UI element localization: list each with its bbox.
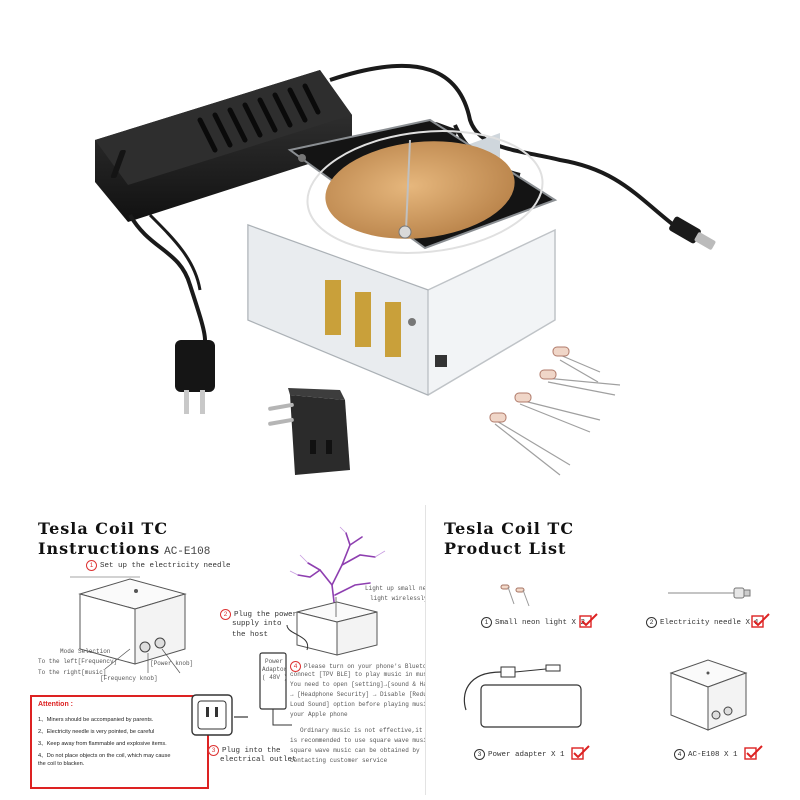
step-2-line-1: Plug the power: [234, 611, 298, 619]
note-line: square wave music can be obtained by: [290, 747, 420, 754]
ac-plug: [175, 340, 215, 414]
check-icon: [751, 613, 770, 628]
note-line: Ordinary music is not effective,it: [300, 727, 423, 734]
host-box-illustration: [70, 576, 187, 674]
attention-item: 1、Miners should be accompanied by parent…: [38, 717, 154, 723]
instructions-title-text: Tesla Coil TC: [38, 519, 169, 538]
host-box-icon: [669, 659, 748, 731]
tesla-coil-box: [247, 118, 558, 396]
step-3-line-2: electrical outlet: [220, 756, 297, 764]
attention-item: 2、Electricity needle is very pointed, be…: [38, 729, 155, 735]
check-icon: [571, 745, 590, 760]
frequency-knob-label: [Frequency knob]: [100, 675, 158, 682]
item-1-label: Small neon light X 2: [495, 619, 586, 627]
neon-text-1: Light up small neon: [365, 585, 434, 592]
neon-light-icon: [500, 584, 530, 607]
model-number: AC-E108: [164, 546, 211, 558]
step-4-line: Loud Sound] option before playing music …: [290, 701, 442, 708]
instructions-subtitle-text: Instructions: [38, 539, 161, 558]
item-3-label: Power adapter X 1: [488, 751, 565, 759]
item-3-number: 3: [474, 749, 485, 760]
adaptor-text-3: ( 48V ): [262, 674, 288, 681]
step-4-number: 4: [290, 661, 301, 672]
item-2-number: 2: [646, 617, 657, 628]
attention-item: 3、Keep away from flammable and explosive…: [38, 741, 167, 747]
check-icon: [744, 745, 763, 760]
note-line: is recommended to use square wave music,: [290, 737, 435, 744]
item-4-number: 4: [674, 749, 685, 760]
step-3-number: 3: [208, 745, 219, 756]
arc-icon: [289, 526, 386, 620]
adaptor-text-2: Adaptor: [262, 666, 288, 673]
product-photo: [95, 64, 716, 476]
item-1-number: 1: [481, 617, 492, 628]
dc-plug: [669, 216, 716, 250]
neon-text-2: light wirelessly: [370, 595, 428, 602]
step-2-number: 2: [220, 609, 231, 620]
neon-light-icon: [494, 354, 621, 476]
mode-left-label: To the left[Frequency]: [38, 658, 118, 665]
item-2-label: Electricity needle X 1: [660, 619, 760, 627]
needle-icon: [668, 587, 751, 599]
step-4-line: Please turn on your phone's Bluetooth an…: [304, 663, 452, 670]
adaptor-text-1: Power: [264, 658, 283, 665]
outlet-icon: [191, 694, 248, 736]
check-icon: [579, 613, 598, 628]
step-2-line-2: supply into: [232, 620, 282, 628]
eu-plug-adapter: [268, 388, 350, 475]
step-4-line: connect [TPV BLE] to play music in music…: [290, 671, 456, 678]
item-4-label: AC-E108 X 1: [688, 751, 738, 759]
note-line: contacting customer service: [290, 757, 388, 764]
product-list-subtitle: Product List: [444, 539, 567, 558]
step-1-number: 1: [86, 560, 97, 571]
step-3-line-1: Plug into the: [222, 747, 281, 755]
step-4-line: → [Headphone Security] → Disable [Reduce: [290, 691, 435, 698]
attention-box: Attention : 1、Miners should be accompani…: [30, 695, 209, 789]
instructions-title: Tesla Coil TC: [38, 519, 168, 538]
product-list-title: Tesla Coil TC: [444, 519, 575, 538]
attention-item: 4、Do not place objects on the coil, whic…: [38, 753, 171, 759]
step-4-line: your Apple phone: [290, 711, 348, 718]
power-adaptor-illustration: [259, 625, 309, 726]
power-adapter-icon: [463, 664, 582, 728]
step-1-label: Set up the electricity needle: [100, 562, 231, 570]
mode-selection-label: Mode Selection: [60, 648, 111, 655]
step-4-line: You need to open [setting]→[sound & Hapt…: [290, 681, 449, 688]
step-2-line-3: the host: [232, 631, 269, 639]
attention-title: Attention :: [38, 701, 73, 708]
mode-right-label: To the right[music]: [38, 669, 107, 676]
attention-item: the coil to blacken.: [38, 761, 85, 767]
power-adapter: [95, 70, 352, 222]
power-knob-label: [Power knob]: [150, 660, 194, 667]
